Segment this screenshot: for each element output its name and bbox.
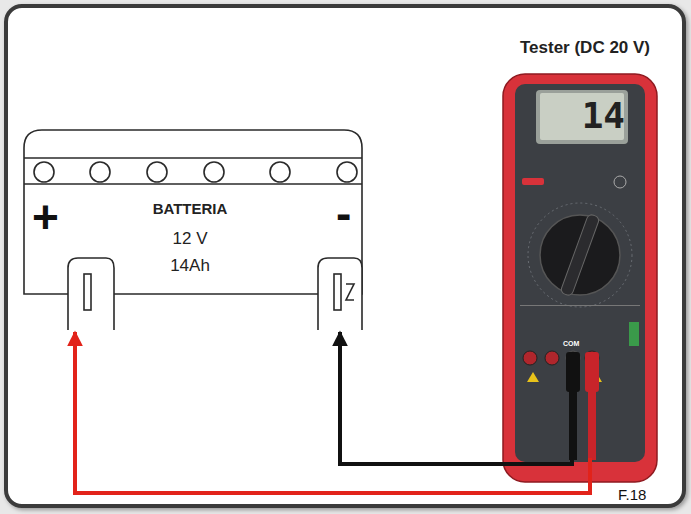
battery: BATTERIA 12 V 14Ah: [22, 128, 364, 332]
jack-label: COM: [563, 340, 579, 347]
voltage-rating: 12 V: [173, 229, 208, 249]
black-test-lead: [340, 332, 572, 464]
frame: [6, 6, 684, 506]
red-test-lead: [75, 332, 590, 493]
tester-title: Tester (DC 20 V): [520, 38, 650, 58]
capacity-rating: 14Ah: [170, 256, 210, 276]
battery-label: BATTERIA: [153, 200, 228, 217]
display-reading: 14: [582, 95, 625, 136]
positive-sign: +: [32, 190, 59, 244]
figure-number: F.18: [618, 486, 646, 503]
multimeter: Tester (DC 20 V) 14: [495, 30, 675, 458]
negative-sign: -: [336, 186, 351, 240]
multimeter: [503, 74, 657, 482]
